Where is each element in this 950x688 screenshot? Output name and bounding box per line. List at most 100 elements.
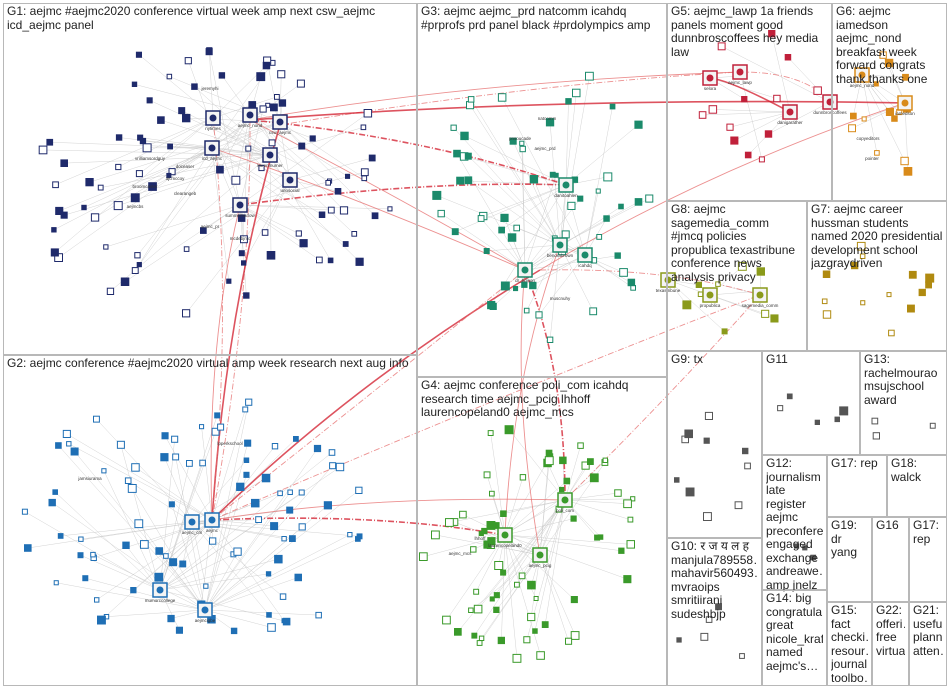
network-node[interactable] <box>148 182 157 191</box>
network-node[interactable] <box>261 229 269 236</box>
network-node[interactable] <box>161 432 169 440</box>
network-node[interactable] <box>717 42 726 51</box>
network-node[interactable] <box>545 449 553 457</box>
network-node[interactable] <box>602 457 608 464</box>
network-node[interactable] <box>52 489 59 495</box>
network-node[interactable] <box>595 188 601 194</box>
network-node[interactable] <box>334 188 342 195</box>
network-node[interactable] <box>703 437 710 444</box>
network-node[interactable] <box>908 270 917 279</box>
network-node[interactable] <box>764 130 773 138</box>
network-node[interactable] <box>794 543 800 549</box>
network-node[interactable] <box>802 545 808 551</box>
network-node[interactable] <box>137 134 144 141</box>
network-node[interactable] <box>572 88 581 98</box>
network-node[interactable] <box>535 311 543 319</box>
network-node[interactable] <box>442 615 451 625</box>
network-node[interactable] <box>859 253 866 259</box>
network-node[interactable] <box>500 281 510 291</box>
network-node[interactable] <box>885 107 895 117</box>
network-node[interactable] <box>684 429 694 439</box>
network-node[interactable] <box>236 482 245 492</box>
network-node[interactable] <box>873 81 879 87</box>
network-node[interactable] <box>240 235 248 244</box>
network-node[interactable] <box>703 512 712 521</box>
network-node[interactable] <box>565 98 572 105</box>
network-node[interactable] <box>777 405 784 412</box>
network-node[interactable] <box>527 580 536 590</box>
network-node[interactable] <box>634 120 643 129</box>
network-node[interactable] <box>55 206 64 215</box>
network-node[interactable] <box>347 532 353 538</box>
network-node[interactable] <box>335 462 345 472</box>
network-node[interactable] <box>907 304 915 313</box>
network-node[interactable] <box>316 256 323 264</box>
network-node[interactable] <box>626 540 635 549</box>
network-node[interactable] <box>851 261 859 270</box>
network-node[interactable] <box>871 417 879 425</box>
network-node[interactable] <box>682 300 692 310</box>
network-node[interactable] <box>218 72 226 79</box>
network-node[interactable] <box>237 214 246 222</box>
network-node[interactable] <box>609 103 616 110</box>
network-node[interactable] <box>268 139 276 147</box>
network-node[interactable] <box>500 213 509 223</box>
network-node[interactable] <box>166 172 172 178</box>
network-node[interactable] <box>834 416 840 423</box>
network-node[interactable] <box>106 287 115 296</box>
network-node[interactable] <box>51 227 57 233</box>
network-node[interactable] <box>120 277 130 286</box>
network-node[interactable] <box>619 268 628 277</box>
network-node[interactable] <box>82 575 89 582</box>
network-node[interactable] <box>183 246 190 252</box>
network-node[interactable] <box>205 48 213 56</box>
network-node[interactable] <box>739 653 745 659</box>
network-node[interactable] <box>77 552 84 559</box>
network-node[interactable] <box>274 94 280 100</box>
network-node[interactable] <box>471 632 478 639</box>
network-node[interactable] <box>182 309 191 318</box>
network-node[interactable] <box>500 569 507 576</box>
network-node[interactable] <box>355 257 364 266</box>
network-node[interactable] <box>509 137 517 145</box>
network-node[interactable] <box>168 501 175 508</box>
network-node[interactable] <box>90 213 100 222</box>
network-node[interactable] <box>270 522 279 531</box>
network-node[interactable] <box>585 71 594 81</box>
network-node[interactable] <box>532 628 538 634</box>
network-node[interactable] <box>241 260 247 266</box>
network-node[interactable] <box>489 302 497 310</box>
network-node[interactable] <box>203 583 209 589</box>
network-node[interactable] <box>243 457 250 463</box>
network-node[interactable] <box>553 172 559 178</box>
network-node[interactable] <box>94 597 100 603</box>
network-node[interactable] <box>861 116 867 122</box>
network-node[interactable] <box>730 136 739 145</box>
network-node[interactable] <box>536 651 545 660</box>
network-node[interactable] <box>493 606 500 614</box>
network-node[interactable] <box>570 596 578 604</box>
network-node[interactable] <box>860 300 866 306</box>
network-node[interactable] <box>489 596 495 602</box>
network-node[interactable] <box>209 537 217 545</box>
network-node[interactable] <box>705 616 713 623</box>
network-node[interactable] <box>244 439 252 447</box>
network-node[interactable] <box>345 173 351 179</box>
network-node[interactable] <box>497 636 506 645</box>
network-node[interactable] <box>278 99 287 107</box>
network-node[interactable] <box>734 501 743 510</box>
network-node[interactable] <box>172 453 180 461</box>
network-node[interactable] <box>784 54 792 61</box>
network-node[interactable] <box>294 573 302 582</box>
network-node[interactable] <box>627 516 634 523</box>
network-node[interactable] <box>454 628 462 636</box>
network-node[interactable] <box>891 115 898 122</box>
network-node[interactable] <box>274 554 283 564</box>
network-node[interactable] <box>618 203 624 210</box>
network-node[interactable] <box>136 262 142 268</box>
network-node[interactable] <box>309 135 316 142</box>
network-node[interactable] <box>81 204 87 211</box>
network-node[interactable] <box>519 140 525 146</box>
network-node[interactable] <box>519 474 527 481</box>
network-node[interactable] <box>78 536 84 542</box>
